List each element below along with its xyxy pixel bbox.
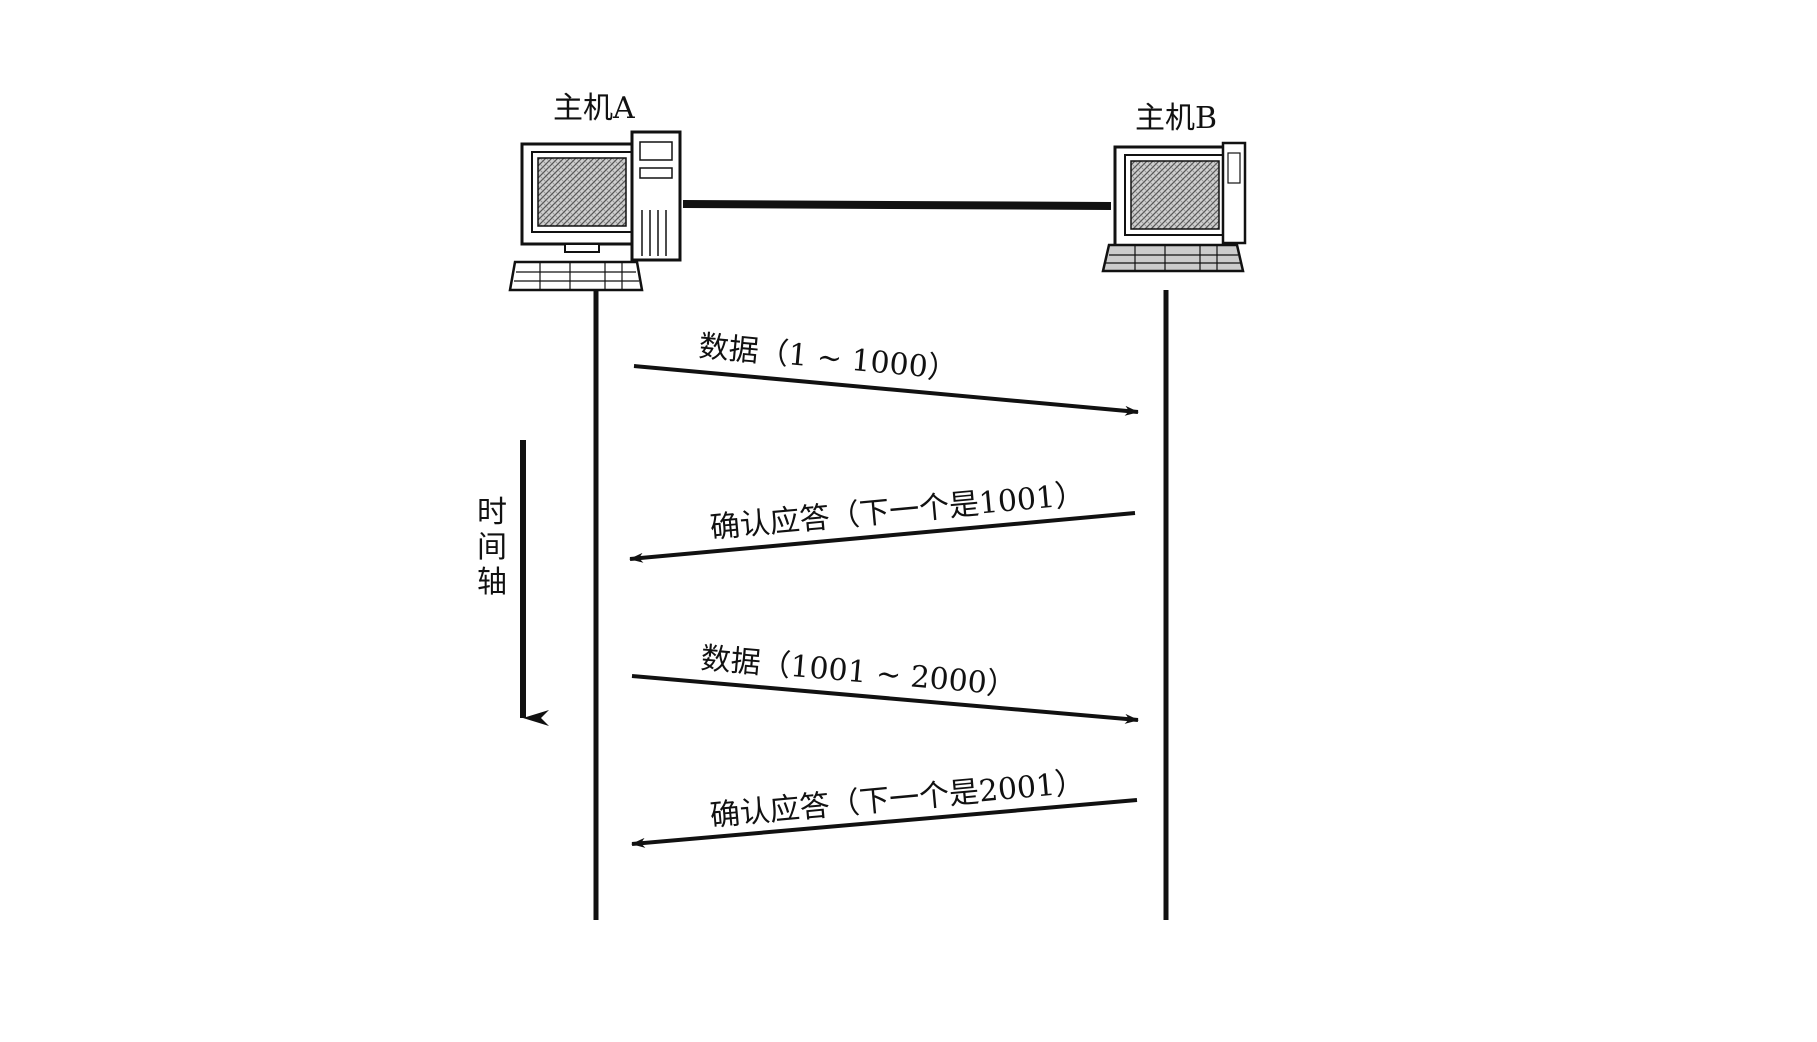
time-axis-label-2: 间 xyxy=(477,530,507,565)
desktop-computer-icon xyxy=(508,130,682,292)
message-3: 数据（1001 ~ 2000） xyxy=(631,641,1139,724)
message-4-arrow xyxy=(631,798,1138,848)
network-link xyxy=(682,200,1112,210)
time-axis-label-3: 轴 xyxy=(477,565,507,600)
message-2: 确认应答（下一个是1001） xyxy=(629,477,1136,563)
message-2-arrow xyxy=(629,511,1136,563)
message-1: 数据（1 ~ 1000） xyxy=(633,329,1139,416)
host-a: 主机A xyxy=(508,91,682,292)
message-3-arrow xyxy=(631,674,1139,724)
host-a-label: 主机A xyxy=(553,91,635,126)
message-4-label: 确认应答（下一个是2001） xyxy=(709,765,1087,834)
message-1-label: 数据（1 ~ 1000） xyxy=(697,329,959,387)
host-b: 主机B xyxy=(1101,101,1247,273)
message-1-arrow xyxy=(633,364,1139,416)
desktop-computer-icon xyxy=(1101,141,1247,273)
time-axis: 时 间 轴 xyxy=(477,440,549,726)
time-axis-label-1: 时 xyxy=(477,495,507,530)
host-b-label: 主机B xyxy=(1135,101,1217,136)
message-4: 确认应答（下一个是2001） xyxy=(631,765,1138,848)
